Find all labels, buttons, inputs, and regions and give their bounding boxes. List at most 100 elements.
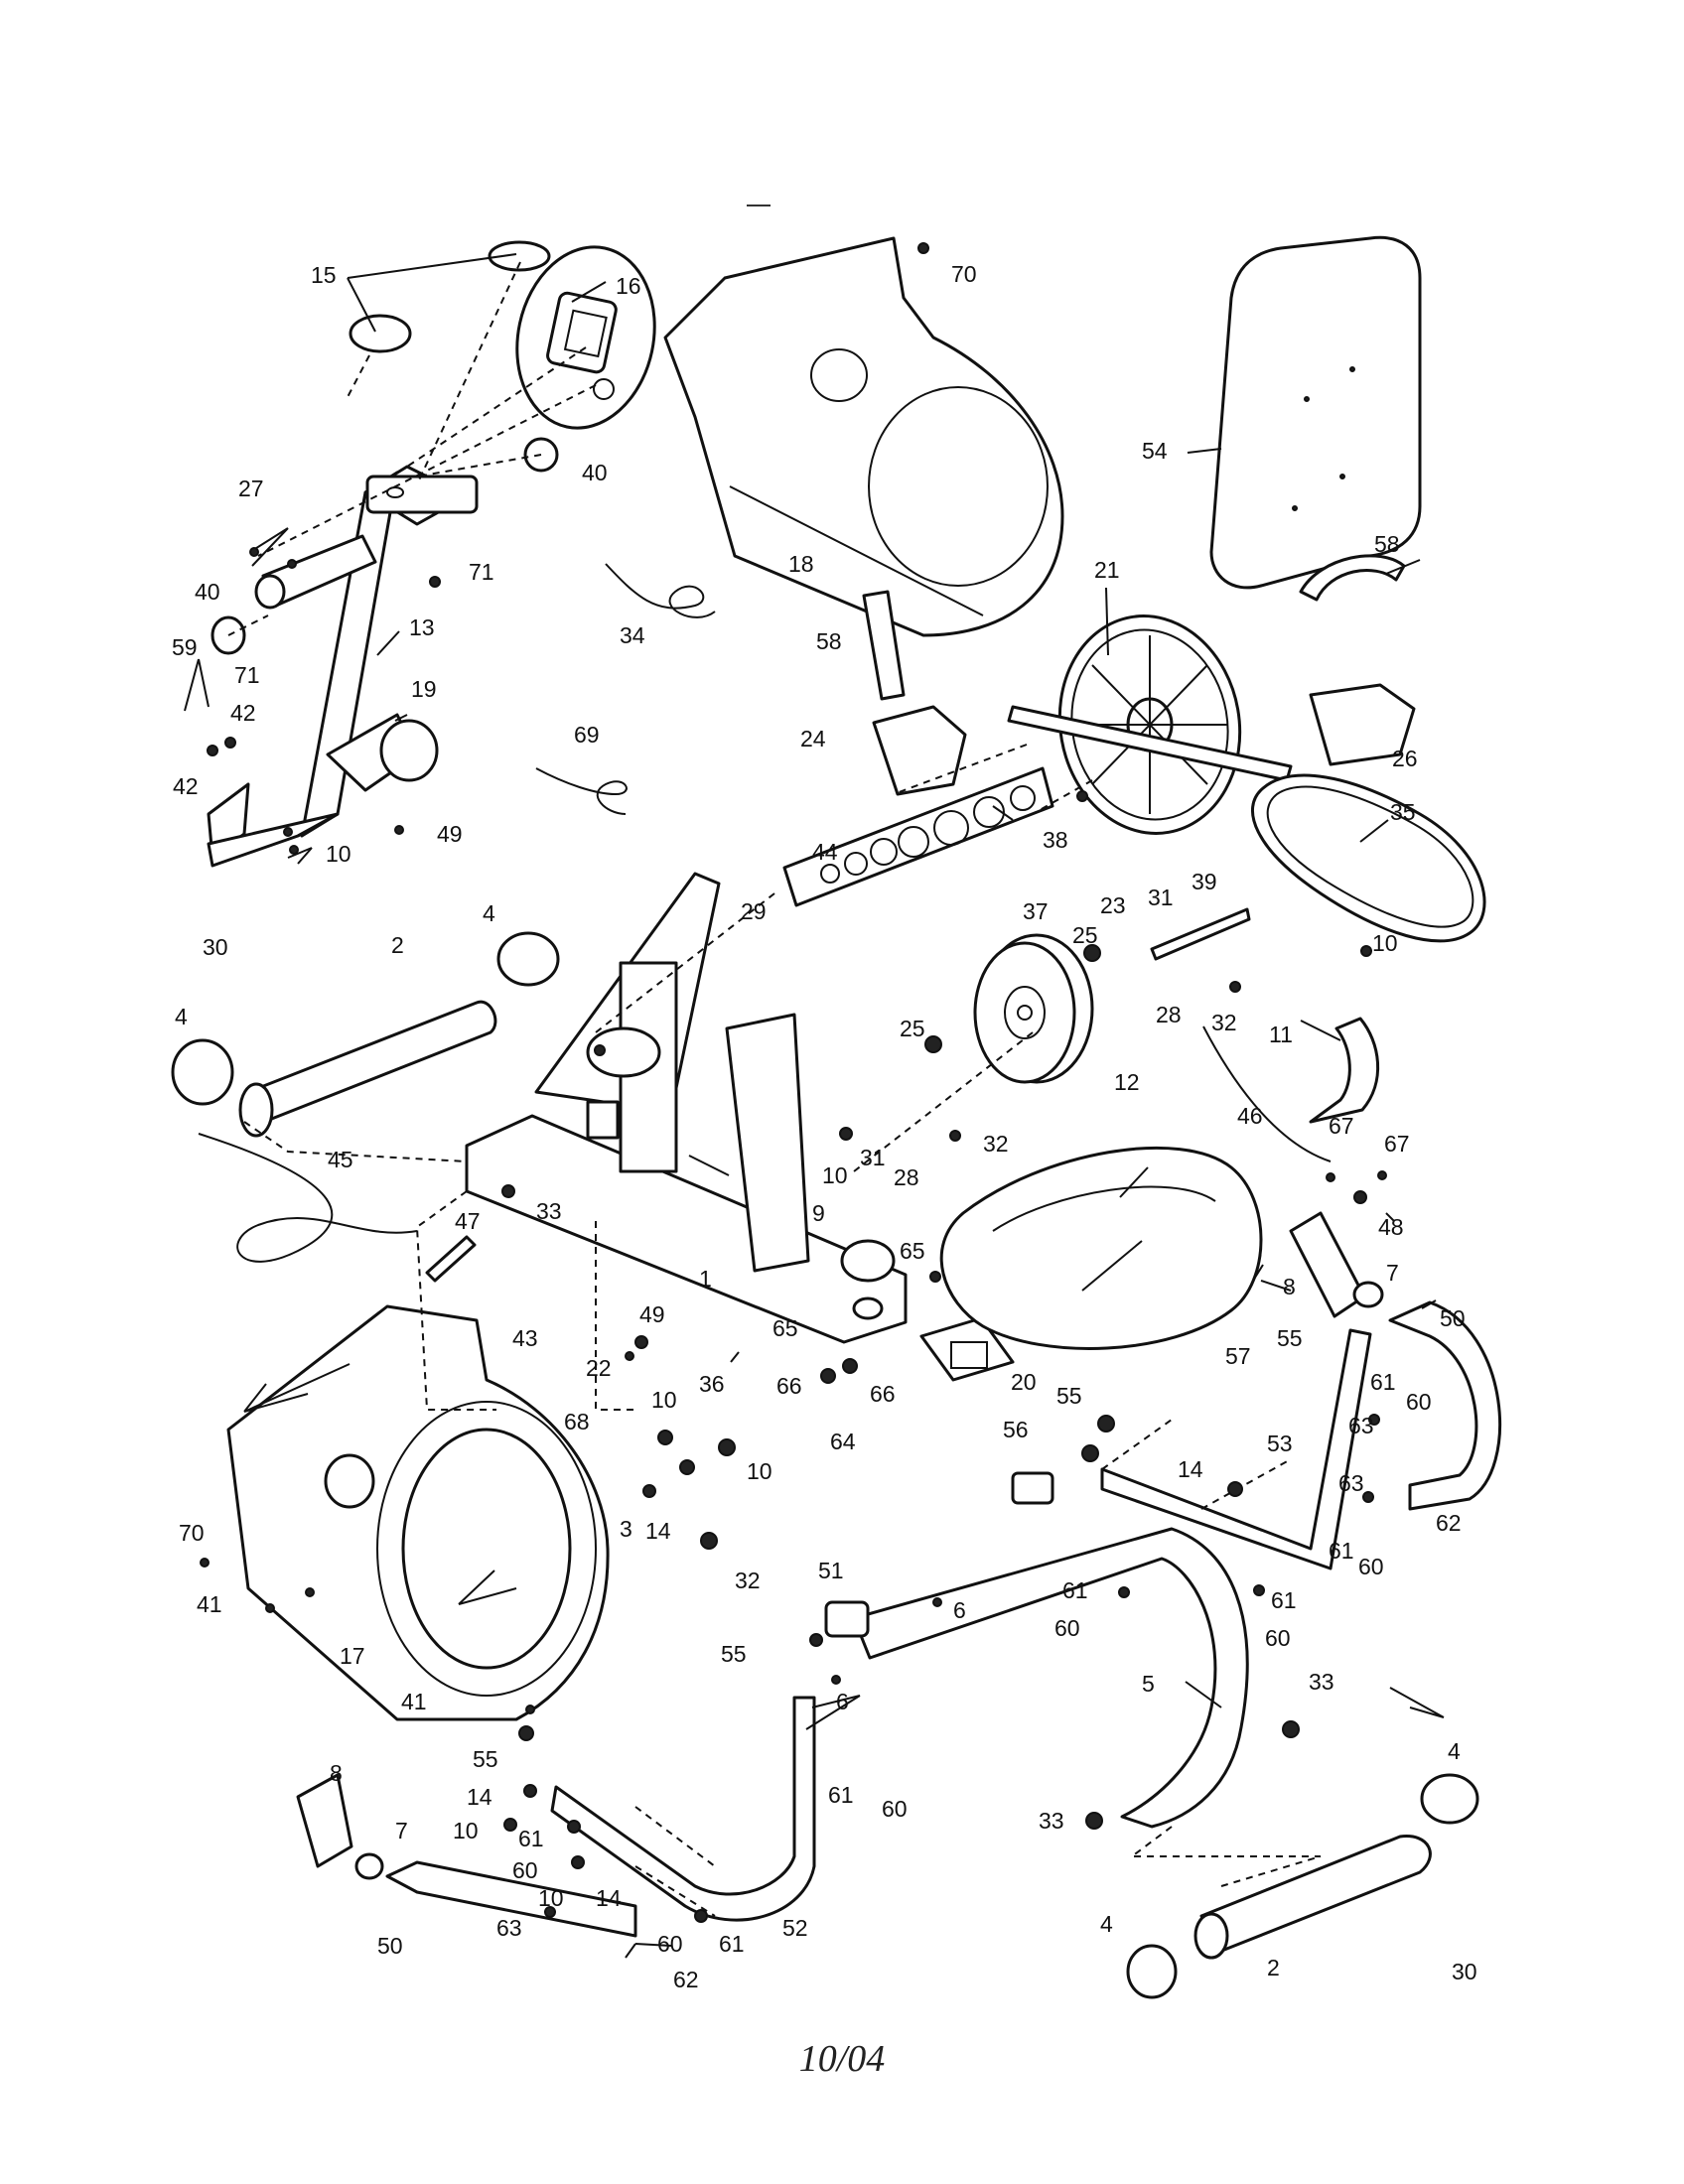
callout-30b: 30 xyxy=(1452,1959,1477,1984)
callout-55d: 55 xyxy=(473,1746,498,1772)
main-frame-1 xyxy=(465,872,908,1344)
callout-9: 9 xyxy=(812,1200,825,1226)
callout-55a: 55 xyxy=(1277,1325,1303,1351)
strap-58 xyxy=(862,554,1406,701)
handle-50 xyxy=(385,1300,1502,1938)
bracket-20 xyxy=(919,1316,1015,1382)
callout-10e: 10 xyxy=(747,1458,772,1484)
callout-25b: 25 xyxy=(900,1016,925,1041)
callout-55b: 55 xyxy=(1056,1383,1082,1409)
callout-40a: 40 xyxy=(582,460,608,485)
pulley-21 xyxy=(1057,614,1242,835)
knob-19 xyxy=(326,713,439,792)
callout-66a: 66 xyxy=(776,1373,802,1399)
callout-10b: 10 xyxy=(1372,930,1398,956)
callout-61e: 61 xyxy=(828,1782,854,1808)
callout-42b: 42 xyxy=(173,773,199,799)
callout-4d: 4 xyxy=(1100,1911,1113,1937)
callout-7a: 7 xyxy=(1386,1260,1399,1286)
callout-63a: 63 xyxy=(1348,1413,1374,1438)
callout-23: 23 xyxy=(1100,892,1126,918)
callout-60e: 60 xyxy=(882,1796,908,1822)
bearing-set-44 xyxy=(782,766,1054,907)
callout-60b: 60 xyxy=(1358,1554,1384,1579)
seat-rail-53 xyxy=(1100,1328,1372,1570)
callout-59: 59 xyxy=(172,634,198,660)
callout-18: 18 xyxy=(788,551,814,577)
callout-32c: 32 xyxy=(735,1568,761,1593)
hardware-fasteners xyxy=(200,242,1387,1923)
foot-51 xyxy=(824,1600,870,1638)
assembly-lines xyxy=(227,261,1322,1917)
callout-7b: 7 xyxy=(395,1818,408,1843)
tube-2 xyxy=(238,1000,497,1138)
callout-17: 17 xyxy=(340,1643,365,1669)
axle-39 xyxy=(1150,907,1251,961)
callout-45: 45 xyxy=(328,1147,353,1172)
callout-11: 11 xyxy=(1269,1022,1293,1047)
top-tick-mark xyxy=(747,205,771,206)
callout-61f: 61 xyxy=(518,1826,544,1851)
callout-47: 47 xyxy=(455,1208,481,1234)
callout-14a: 14 xyxy=(1178,1456,1203,1482)
callout-15a: 15 xyxy=(311,262,337,288)
callout-4b: 4 xyxy=(175,1004,188,1029)
callout-33c: 33 xyxy=(1039,1808,1064,1834)
callout-62b: 62 xyxy=(673,1967,699,1992)
callout-63c: 63 xyxy=(496,1915,522,1941)
cable-46 xyxy=(1202,1025,1332,1162)
callout-56: 56 xyxy=(1003,1417,1029,1442)
callout-61c: 61 xyxy=(1062,1577,1088,1603)
callout-34: 34 xyxy=(620,622,645,648)
callout-46: 46 xyxy=(1237,1103,1263,1129)
pedal-24 xyxy=(872,705,967,796)
stabilizer-2 xyxy=(1193,1835,1432,1960)
callout-21: 21 xyxy=(1094,557,1120,583)
wire-34 xyxy=(605,563,716,618)
callout-38: 38 xyxy=(1043,827,1068,853)
callout-61b: 61 xyxy=(1329,1538,1354,1564)
cap-4 xyxy=(171,931,560,1106)
callout-43: 43 xyxy=(512,1325,538,1351)
callout-66b: 66 xyxy=(870,1381,896,1407)
callout-14b: 14 xyxy=(645,1518,671,1544)
wire-69 xyxy=(535,767,628,815)
callout-20: 20 xyxy=(1011,1369,1037,1395)
callout-44: 44 xyxy=(812,839,838,865)
belt-35 xyxy=(1251,773,1486,943)
callout-36: 36 xyxy=(699,1371,725,1397)
callout-70b: 70 xyxy=(179,1520,205,1546)
date-code: 10/04 xyxy=(798,2038,886,2080)
cap-4b xyxy=(1126,1773,1479,1999)
callout-70a: 70 xyxy=(951,261,977,287)
callout-8a: 8 xyxy=(1283,1274,1296,1299)
callout-35: 35 xyxy=(1390,799,1416,825)
shroud-18 xyxy=(663,236,1064,637)
callout-41a: 41 xyxy=(197,1591,222,1617)
callout-54: 54 xyxy=(1142,438,1168,464)
callout-69: 69 xyxy=(574,722,600,748)
callout-65b: 65 xyxy=(772,1315,798,1341)
callout-71a: 71 xyxy=(469,559,494,585)
callout-30a: 30 xyxy=(203,934,228,960)
callout-71b: 71 xyxy=(234,662,260,688)
callout-49b: 49 xyxy=(639,1301,665,1327)
callout-58b: 58 xyxy=(816,628,842,654)
callout-42a: 42 xyxy=(230,700,256,726)
callout-65a: 65 xyxy=(900,1238,925,1264)
callout-60f: 60 xyxy=(512,1857,538,1883)
callout-68: 68 xyxy=(564,1409,590,1434)
brake-11 xyxy=(1309,1017,1380,1124)
callout-6b: 6 xyxy=(836,1689,849,1714)
callout-3: 3 xyxy=(620,1516,632,1542)
cap-7 xyxy=(354,1281,1384,1880)
callout-28b: 28 xyxy=(894,1164,919,1190)
callout-64: 64 xyxy=(830,1429,856,1454)
callout-8b: 8 xyxy=(330,1760,343,1786)
callout-32a: 32 xyxy=(1211,1010,1237,1035)
callout-58a: 58 xyxy=(1374,531,1400,557)
callout-60g: 60 xyxy=(657,1931,683,1957)
callout-55c: 55 xyxy=(721,1641,747,1667)
callout-67b: 67 xyxy=(1384,1131,1410,1157)
